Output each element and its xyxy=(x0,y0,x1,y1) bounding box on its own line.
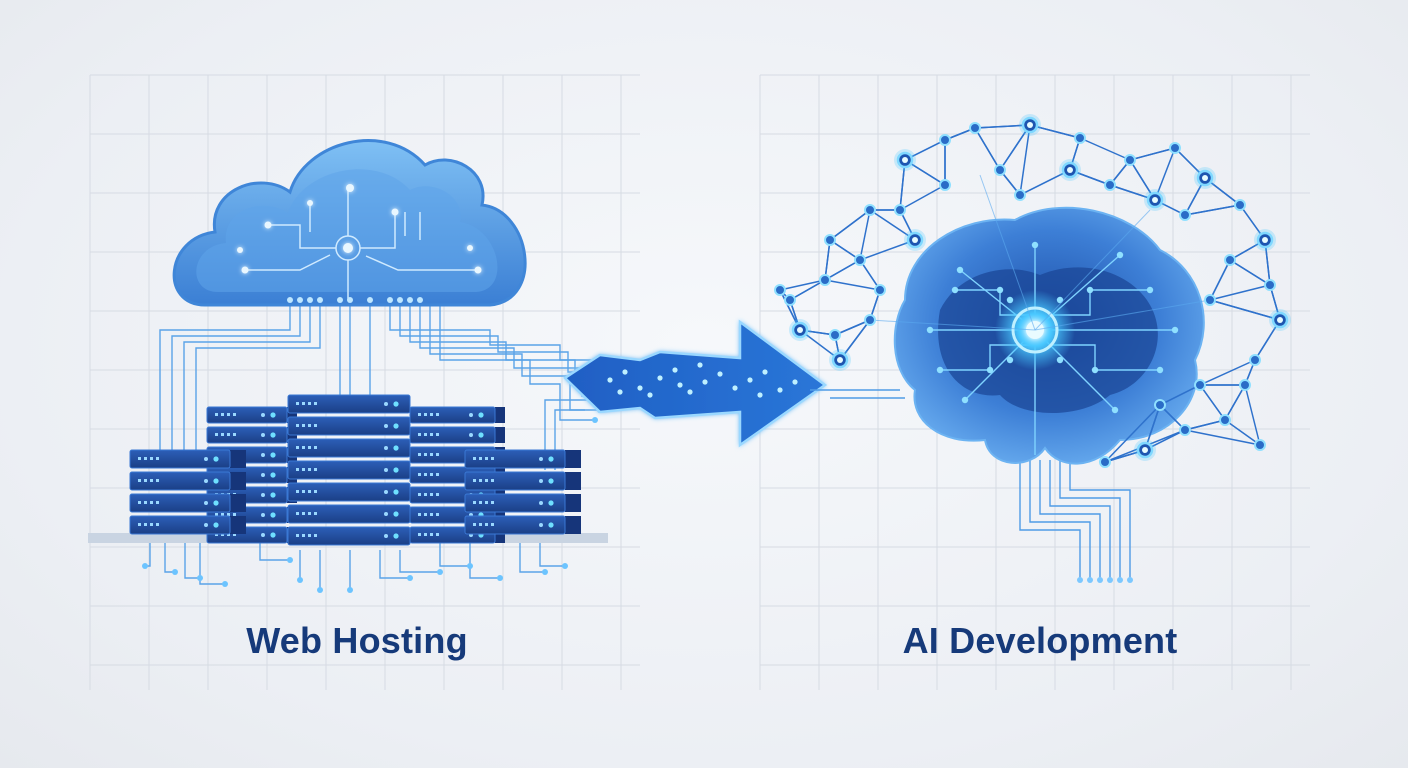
caption-web-hosting: Web Hosting xyxy=(246,620,468,661)
cloud-icon xyxy=(172,139,527,307)
neural-network-icon xyxy=(774,114,1291,468)
server-base-circuits xyxy=(145,540,565,590)
arrow-right-icon xyxy=(563,319,828,448)
server-rack-icon xyxy=(129,394,581,546)
cloud-to-server-circuits xyxy=(159,300,612,470)
brain-icon xyxy=(893,206,1205,465)
brain-stem-circuits xyxy=(810,389,1131,580)
caption-ai-development: AI Development xyxy=(902,620,1178,661)
stem-endpoints xyxy=(1077,577,1133,583)
